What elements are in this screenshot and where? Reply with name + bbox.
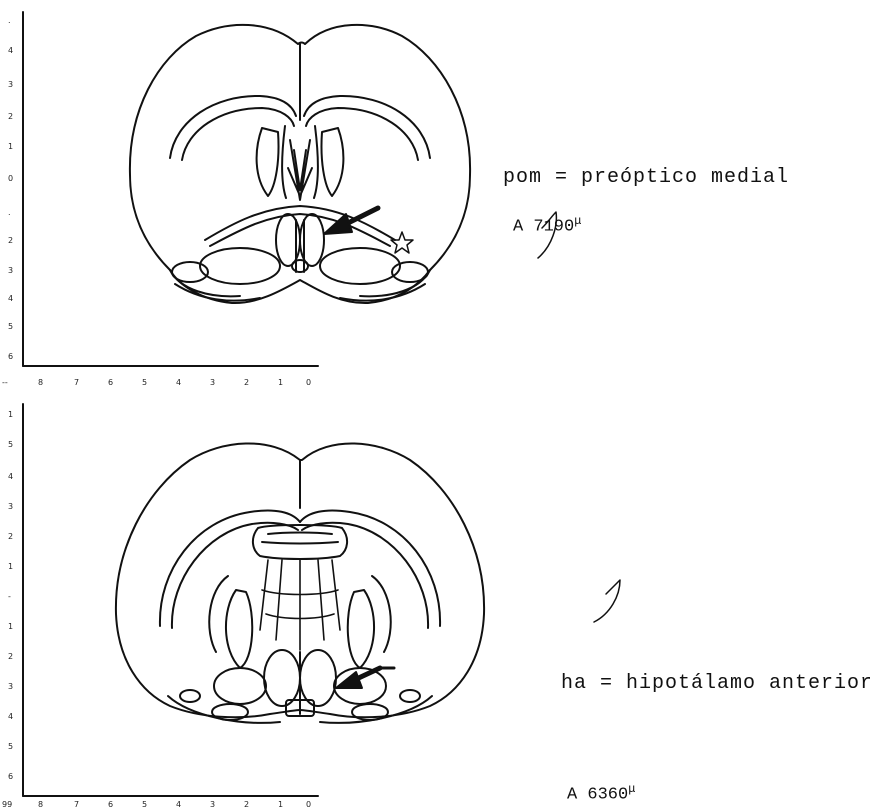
- y-tick-label: 4: [8, 294, 13, 303]
- ventral-structure-left: [200, 248, 280, 284]
- x-tick-label: 4: [176, 800, 181, 809]
- x-tick-label: --: [2, 378, 8, 387]
- y-tick-label: 5: [8, 742, 13, 751]
- x-tick-label: 0: [306, 800, 311, 809]
- cortex-contour-left: [170, 96, 296, 158]
- x-tick-label: 1: [278, 378, 283, 387]
- x-tick-label: 6: [108, 378, 113, 387]
- x-tick-label: 7: [74, 378, 79, 387]
- y-tick-label: .: [8, 16, 11, 25]
- cortex-contour-right: [304, 96, 430, 158]
- x-tick-label: 5: [142, 378, 147, 387]
- x-tick-label: 7: [74, 800, 79, 809]
- star-marker: [391, 232, 413, 253]
- ventral-structure-right: [320, 248, 400, 284]
- x-tick-label: 2: [244, 378, 249, 387]
- brain-section-diagram-preoptic: [0, 0, 870, 400]
- micron-symbol-flourish: [594, 580, 620, 622]
- x-tick-label: 6: [108, 800, 113, 809]
- y-tick-label: 3: [8, 266, 13, 275]
- x-tick-label: 4: [176, 378, 181, 387]
- y-tick-label: 6: [8, 772, 13, 781]
- coordinate-value: A 6360: [567, 786, 628, 805]
- y-tick-label: 2: [8, 236, 13, 245]
- y-tick-label: 0: [8, 174, 13, 183]
- coordinate-value: A 7190: [513, 218, 574, 237]
- y-tick-label: 4: [8, 472, 13, 481]
- x-tick-label: 5: [142, 800, 147, 809]
- anterior-hypothalamus-right: [300, 650, 336, 706]
- stereotaxic-coordinate: A 6360μ: [567, 782, 635, 805]
- y-tick-label: 6: [8, 352, 13, 361]
- x-tick-label: 99: [2, 800, 12, 809]
- y-tick-label: 3: [8, 502, 13, 511]
- y-tick-label: 2: [8, 112, 13, 121]
- lateral-ventricle-left: [257, 128, 279, 196]
- internal-capsule-left: [226, 590, 252, 668]
- internal-capsule-right: [348, 590, 374, 668]
- y-tick-label: -: [8, 592, 11, 601]
- pointer-arrowhead: [324, 214, 352, 234]
- septal-striations: [288, 140, 312, 200]
- y-tick-label: 1: [8, 562, 13, 571]
- structure-label-preoptic: pom = preóptico medial: [503, 166, 789, 189]
- x-tick-label: 8: [38, 378, 43, 387]
- anterior-hypothalamus-left: [264, 650, 300, 706]
- brain-section-diagram-hypothalamus: [0, 400, 870, 810]
- y-tick-label: 5: [8, 322, 13, 331]
- y-tick-label: 3: [8, 682, 13, 691]
- structure-label-hypothalamus: ha = hipotálamo anterior: [561, 672, 870, 695]
- x-tick-label: 1: [278, 800, 283, 809]
- y-tick-label: 1: [8, 622, 13, 631]
- coordinate-unit: μ: [628, 782, 635, 796]
- y-tick-label: 1: [8, 410, 13, 419]
- y-tick-label: 4: [8, 712, 13, 721]
- atlas-panel-hypothalamus: 1 5 4 3 2 1 - 1 2 3 4 5 6 99 8 7 6 5 4 3…: [0, 400, 870, 810]
- stereotaxic-coordinate: A 7190μ: [513, 214, 581, 237]
- y-tick-label: 2: [8, 652, 13, 661]
- lateral-ventricle-right: [321, 128, 343, 196]
- thalamic-tracts: [260, 560, 340, 650]
- y-tick-label: 3: [8, 80, 13, 89]
- y-tick-label: 1: [8, 142, 13, 151]
- y-tick-label: 5: [8, 440, 13, 449]
- y-tick-label: 4: [8, 46, 13, 55]
- x-tick-label: 3: [210, 378, 215, 387]
- x-tick-label: 8: [38, 800, 43, 809]
- coordinate-unit: μ: [574, 214, 581, 228]
- x-tick-label: 0: [306, 378, 311, 387]
- y-tick-label: 2: [8, 532, 13, 541]
- x-tick-label: 3: [210, 800, 215, 809]
- x-tick-label: 2: [244, 800, 249, 809]
- y-tick-label: .: [8, 208, 11, 217]
- optic-chiasm: [292, 260, 308, 272]
- atlas-panel-preoptic: . 4 3 2 1 0 . 2 3 4 5 6 -- 8 7 6 5 4 3 2…: [0, 0, 870, 400]
